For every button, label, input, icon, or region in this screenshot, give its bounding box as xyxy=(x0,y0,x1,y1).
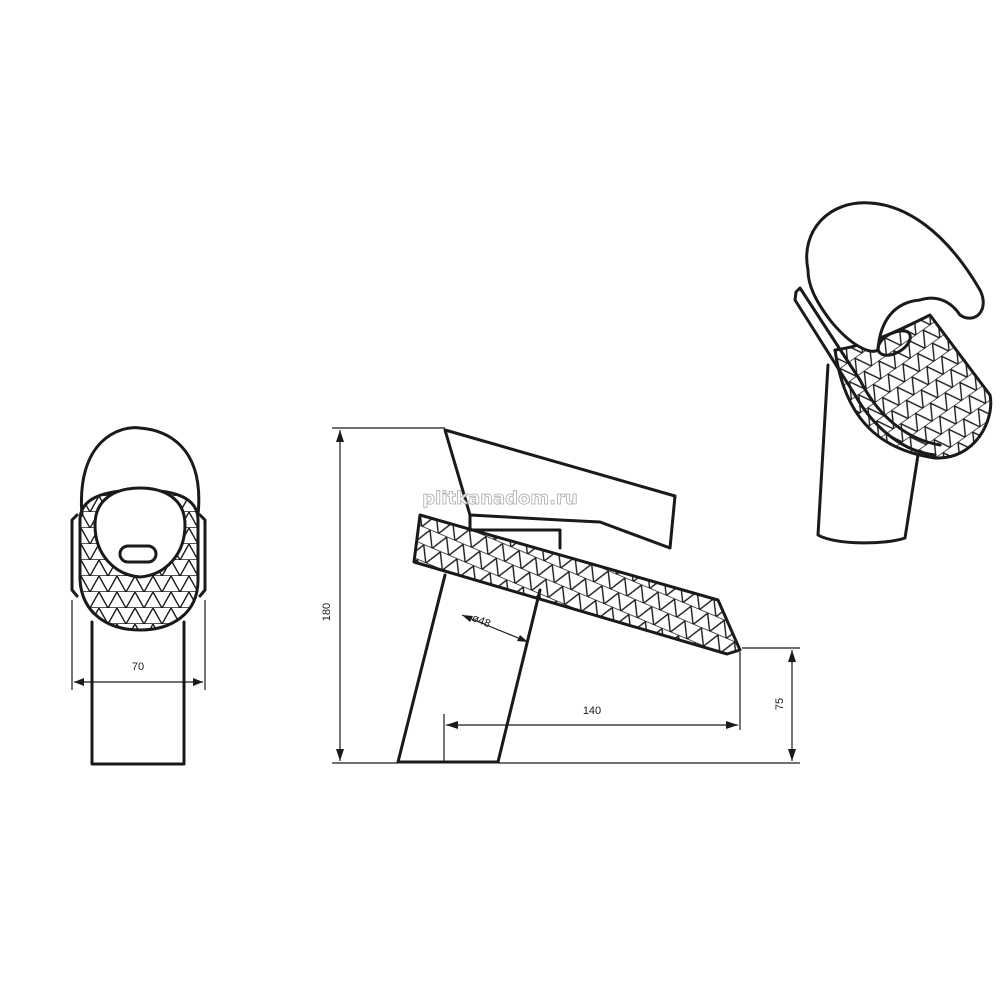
front-side-plate-left xyxy=(70,513,79,598)
front-view: 70 xyxy=(70,426,207,766)
dim-reach-label: 140 xyxy=(583,705,601,717)
front-body xyxy=(90,620,186,766)
dim-diameter-line xyxy=(461,614,529,643)
watermark-text: plitkanadom.ru xyxy=(422,488,577,509)
front-aerator-slot xyxy=(118,544,158,564)
dim-diameter-label: ø48 xyxy=(470,612,492,630)
dim-height-label: 180 xyxy=(321,603,333,621)
dim-spout-height-label: 75 xyxy=(774,698,786,710)
side-patterned-spout xyxy=(412,513,742,656)
side-view: 180 ø48 140 75 xyxy=(321,427,800,764)
side-body xyxy=(396,573,542,764)
side-neck xyxy=(468,513,562,550)
front-handle-dome xyxy=(79,426,201,517)
dim-width-label: 70 xyxy=(132,661,144,673)
perspective-handle-dome xyxy=(805,201,985,353)
perspective-side-plate xyxy=(794,286,942,447)
front-side-plate-right xyxy=(198,513,207,598)
perspective-view xyxy=(793,201,993,545)
perspective-aerator-slot xyxy=(876,329,912,357)
front-inner-head xyxy=(93,486,187,579)
perspective-body xyxy=(816,363,920,545)
perspective-side-plate-edge xyxy=(793,290,937,457)
